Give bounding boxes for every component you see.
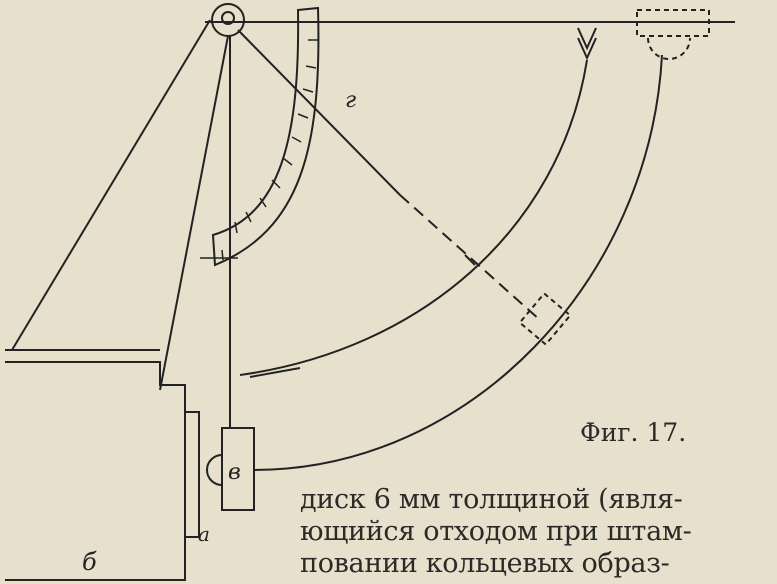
figure-caption: Фиг. 17. xyxy=(580,418,687,447)
frame-strut-inner xyxy=(159,35,229,391)
hammer-striker xyxy=(206,454,223,486)
swing-arc-outer xyxy=(253,54,663,471)
pointer-arm-solid xyxy=(237,29,401,196)
label-a: а xyxy=(198,522,210,546)
frame-strut-outer xyxy=(11,19,211,351)
body-text: диск 6 мм толщиной (явля- ющийся отходом… xyxy=(300,484,770,580)
arrow-direction-icon xyxy=(249,367,301,378)
pivot-axle xyxy=(221,11,235,25)
anvil-block-b xyxy=(5,361,186,581)
text-line: ющийся отходом при штам- xyxy=(300,516,692,547)
label-v: в xyxy=(228,460,241,485)
hammer-dashed-striker xyxy=(647,37,691,60)
arrow-head-icon xyxy=(577,27,597,61)
label-b: б xyxy=(82,548,97,576)
specimen-a xyxy=(184,411,200,538)
text-line: диск 6 мм толщиной (явля- xyxy=(300,484,683,515)
swing-arc-inner xyxy=(239,59,588,376)
text-line: повании кольцевых образ- xyxy=(300,548,670,579)
pointer-stop xyxy=(464,254,476,266)
hammer-dashed-top xyxy=(636,9,710,37)
scale-ticks xyxy=(200,39,318,261)
label-g: г xyxy=(345,88,357,113)
scale-arc xyxy=(211,6,320,267)
pointer-arm-dashed xyxy=(399,194,541,321)
